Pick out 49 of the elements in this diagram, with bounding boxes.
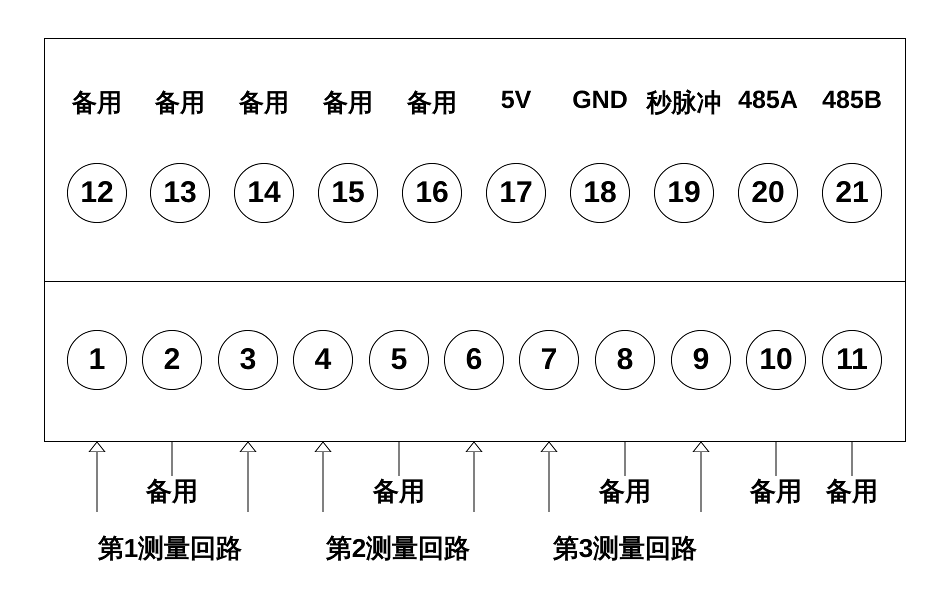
terminal-circle: 6 (444, 330, 504, 390)
terminal-panel (44, 38, 906, 282)
leader-line (624, 442, 626, 476)
terminal-circle: 4 (293, 330, 353, 390)
arrow (466, 442, 482, 512)
terminal-label: 备用 (750, 475, 802, 508)
terminal-label: 485A (738, 86, 798, 115)
arrow (88, 442, 106, 512)
terminal-label: 备用 (323, 88, 373, 119)
arrow (314, 442, 332, 512)
arrow (240, 442, 256, 512)
terminal-circle: 19 (654, 163, 714, 223)
circuit-label: 第2测量回路 (326, 532, 470, 565)
terminal-circle: 7 (519, 330, 579, 390)
terminal-circle: 9 (671, 330, 731, 390)
terminal-label: 485B (822, 86, 882, 115)
terminal-circle: 13 (150, 163, 210, 223)
terminal-circle: 17 (486, 163, 546, 223)
terminal-label: 备用 (72, 88, 122, 119)
terminal-label: 备用 (155, 88, 205, 119)
terminal-circle: 11 (822, 330, 882, 390)
leader-line (398, 442, 400, 476)
terminal-label: 备用 (239, 88, 289, 119)
terminal-circle: 2 (142, 330, 202, 390)
terminal-label: 5V (500, 86, 532, 115)
terminal-circle: 15 (318, 163, 378, 223)
arrow (692, 442, 710, 512)
terminal-label: 备用 (146, 475, 198, 508)
terminal-circle: 5 (369, 330, 429, 390)
terminal-circle: 8 (595, 330, 655, 390)
terminal-circle: 20 (738, 163, 798, 223)
terminal-circle: 16 (402, 163, 462, 223)
terminal-label: 秒脉冲 (646, 88, 722, 119)
terminal-circle: 18 (570, 163, 630, 223)
terminal-circle: 1 (67, 330, 127, 390)
terminal-circle: 14 (234, 163, 294, 223)
terminal-label: 备用 (373, 475, 425, 508)
terminal-circle: 12 (67, 163, 127, 223)
circuit-label: 第3测量回路 (552, 532, 698, 565)
terminal-panel (44, 281, 906, 442)
terminal-circle: 10 (746, 330, 806, 390)
terminal-label: 备用 (599, 475, 651, 508)
terminal-label: GND (572, 86, 628, 115)
terminal-circle: 21 (822, 163, 882, 223)
terminal-label: 备用 (826, 475, 878, 508)
circuit-label: 第1测量回路 (98, 532, 242, 565)
terminal-label: 备用 (407, 88, 457, 119)
terminal-circle: 3 (218, 330, 278, 390)
arrow (540, 442, 558, 512)
